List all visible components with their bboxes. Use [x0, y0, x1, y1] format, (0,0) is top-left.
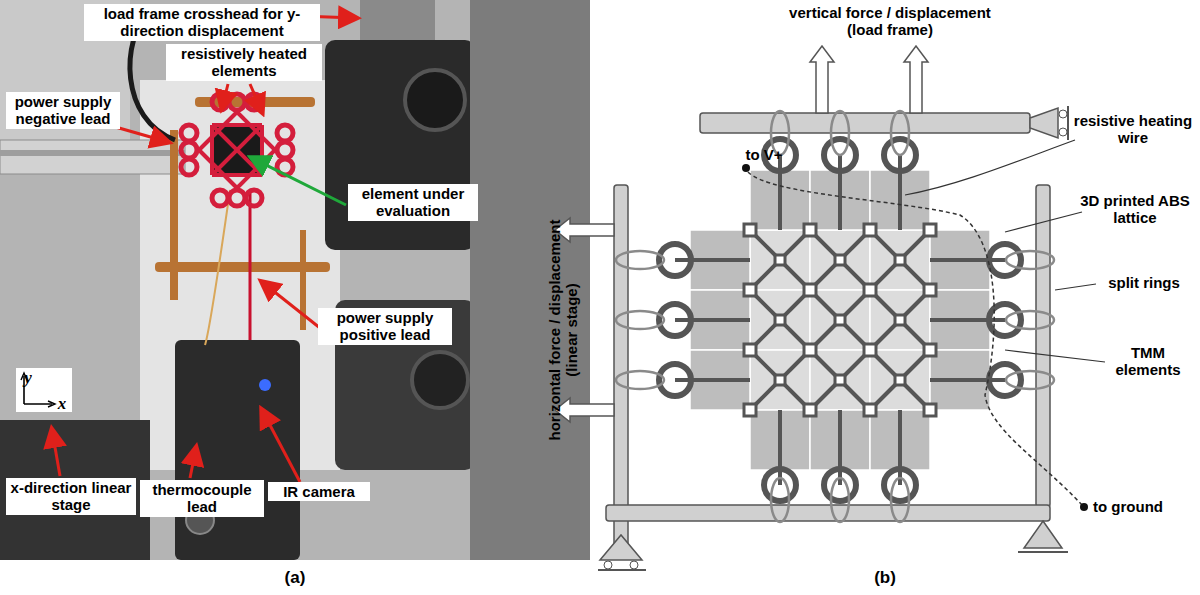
tmm-tile [810, 290, 870, 350]
tmm-tile [750, 290, 810, 350]
lattice-strut [810, 290, 870, 350]
part-label: split rings [1094, 274, 1194, 291]
tmm-tile [810, 230, 870, 290]
lattice-strut [870, 290, 930, 350]
lattice-strut [778, 155, 782, 230]
lattice-node [924, 224, 936, 236]
part-label: thermocouple lead [140, 480, 264, 517]
lattice-node [864, 224, 876, 236]
lattice-node [864, 284, 876, 296]
part-label: load frame crosshead for y-direction dis… [84, 4, 320, 41]
axis-label: x [52, 394, 72, 414]
lattice-strut [810, 230, 870, 290]
part-label: element under evaluation [348, 184, 478, 221]
lattice-strut [838, 155, 842, 230]
lattice-node [804, 344, 816, 356]
lattice-strut [750, 290, 810, 350]
lattice-node [924, 284, 936, 296]
tmm-ring [764, 469, 796, 501]
schematic-panel [555, 46, 1105, 570]
part-label: power supply positive lead [318, 308, 452, 345]
lattice-strut [750, 350, 810, 410]
lattice-node [895, 255, 905, 265]
lattice-strut [930, 258, 1005, 262]
force-label: horizontal force / displacement (linear … [546, 205, 581, 455]
tmm-tile [870, 350, 930, 410]
lattice-node [804, 284, 816, 296]
lattice-strut [750, 350, 810, 410]
tmm-tile [750, 230, 810, 290]
lattice-node [864, 344, 876, 356]
lattice-node [895, 375, 905, 385]
tmm-ring [884, 469, 916, 501]
lattice-strut [810, 350, 870, 410]
lattice-strut [898, 410, 902, 485]
lattice-node [864, 404, 876, 416]
part-label: IR camera [268, 482, 370, 501]
lattice-node [835, 375, 845, 385]
lattice-strut [675, 258, 750, 262]
terminal-label: to ground [1078, 498, 1178, 515]
lattice-node [744, 344, 756, 356]
tmm-tile [870, 290, 930, 350]
lattice-strut [838, 410, 842, 485]
lattice-strut [675, 318, 750, 322]
lattice-strut [750, 230, 810, 290]
lattice-strut [870, 230, 930, 290]
lattice-node [835, 255, 845, 265]
lattice-strut [930, 378, 1005, 382]
part-label: 3D printed ABS lattice [1070, 192, 1200, 227]
lattice-node [804, 224, 816, 236]
lattice-strut [898, 155, 902, 230]
part-label: resistively heated elements [166, 44, 322, 81]
lattice-strut [750, 290, 810, 350]
lattice-strut [870, 290, 930, 350]
axis-label: y [18, 368, 38, 388]
lattice-node [775, 255, 785, 265]
panel-label: (a) [270, 568, 320, 588]
lattice-node [775, 375, 785, 385]
lattice-node [804, 404, 816, 416]
lattice-strut [675, 378, 750, 382]
lattice-node [835, 315, 845, 325]
force-label: vertical force / displacement (load fram… [770, 4, 1010, 39]
tmm-tile [750, 350, 810, 410]
part-label: TMM elements [1098, 344, 1198, 379]
terminal-label: to V+ [734, 146, 794, 163]
tmm-ring [824, 469, 856, 501]
lattice-node [895, 315, 905, 325]
panel-label: (b) [860, 568, 910, 588]
part-label: resistive heating wire [1066, 112, 1200, 147]
lattice-strut [810, 290, 870, 350]
lattice-node [924, 404, 936, 416]
lattice-node [744, 404, 756, 416]
lattice-strut [750, 230, 810, 290]
lattice-strut [870, 350, 930, 410]
part-label: x-direction linear stage [6, 478, 136, 515]
lattice-strut [870, 230, 930, 290]
tmm-tile [870, 230, 930, 290]
lattice-strut [870, 350, 930, 410]
tmm-tile [810, 350, 870, 410]
lattice-node [924, 344, 936, 356]
lattice-node [775, 315, 785, 325]
lattice-strut [810, 230, 870, 290]
lattice-strut [778, 410, 782, 485]
lattice-node [744, 284, 756, 296]
part-label: power supply negative lead [6, 92, 120, 129]
lattice-node [744, 224, 756, 236]
photo-panel [0, 0, 590, 560]
lattice-strut [810, 350, 870, 410]
